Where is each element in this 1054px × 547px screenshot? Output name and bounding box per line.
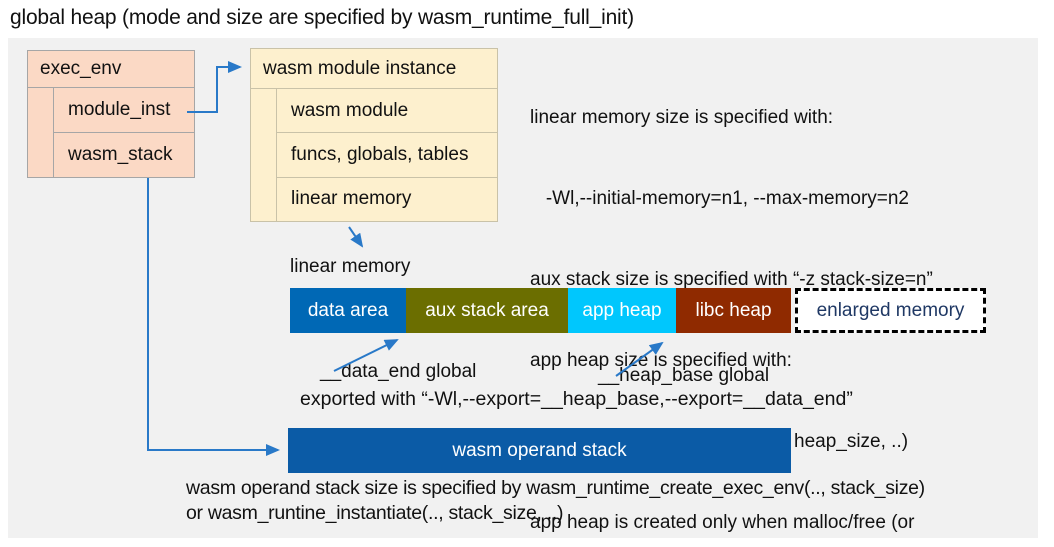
footer-line: or wasm_runtine_instantiate(.., stack_si… xyxy=(186,502,564,524)
footer-text: wasm operand stack size is specified by … xyxy=(186,476,925,526)
module-instance-box: wasm module instance wasm module funcs, … xyxy=(250,48,498,222)
exported-with-label: exported with “-Wl,--export=__heap_base,… xyxy=(300,388,853,410)
memory-segment-data-area: data area xyxy=(290,288,406,333)
module-instance-row-funcs-globals-tables: funcs, globals, tables xyxy=(277,133,497,178)
info-line: aux stack size is specified with “-z sta… xyxy=(530,269,933,290)
info-line: app heap is created only when malloc/fre… xyxy=(530,512,915,533)
module-instance-header: wasm module instance xyxy=(251,49,497,89)
wasm-operand-stack-label: wasm operand stack xyxy=(452,439,627,461)
exec-env-header: exec_env xyxy=(28,51,194,88)
exec-env-indent xyxy=(28,88,54,177)
exec-env-row-wasm-stack: wasm_stack xyxy=(68,144,173,165)
exec-env-box: exec_env module_inst wasm_stack xyxy=(27,50,195,178)
linear-memory-bar: data area aux stack area app heap libc h… xyxy=(290,288,986,333)
heap-base-global-label: __heap_base global xyxy=(598,365,770,386)
info-line: linear memory size is specified with: xyxy=(530,107,834,128)
data-end-global-label: __data_end global xyxy=(320,361,477,382)
module-instance-indent xyxy=(251,89,277,221)
linear-memory-label: linear memory xyxy=(290,256,411,277)
module-instance-row-wasm-module: wasm module xyxy=(277,89,497,134)
info-line: -Wl,--initial-memory=n1, --max-memory=n2 xyxy=(530,188,909,209)
diagram-title: global heap (mode and size are specified… xyxy=(10,6,634,29)
exec-env-row-module-inst: module_inst xyxy=(54,88,194,133)
memory-segment-enlarged-memory: enlarged memory xyxy=(795,288,986,333)
memory-segment-app-heap: app heap xyxy=(568,288,676,333)
wasm-operand-stack-box: wasm operand stack xyxy=(288,428,791,473)
module-instance-row-linear-memory: linear memory xyxy=(291,188,412,210)
footer-line: wasm operand stack size is specified by … xyxy=(186,477,925,499)
exec-env-body: module_inst wasm_stack xyxy=(28,88,194,177)
memory-segment-aux-stack-area: aux stack area xyxy=(406,288,568,333)
module-instance-body: wasm module funcs, globals, tables linea… xyxy=(251,89,497,221)
memory-segment-libc-heap: libc heap xyxy=(676,288,791,333)
